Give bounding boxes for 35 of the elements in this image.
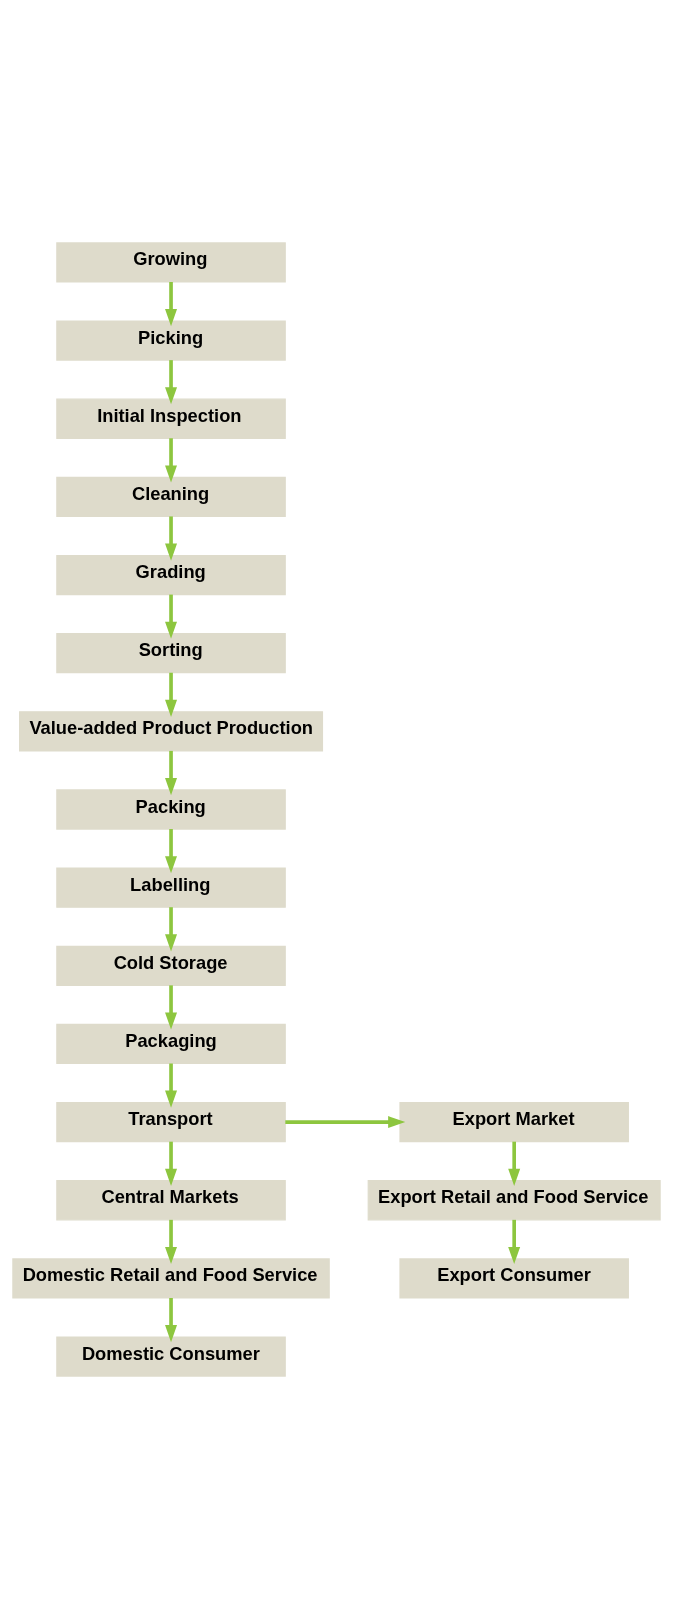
node-box: Domestic Retail and Food Service bbox=[12, 1257, 330, 1299]
node-box: Initial Inspection bbox=[56, 398, 286, 439]
arrow bbox=[165, 515, 178, 561]
arrow bbox=[165, 1297, 178, 1342]
arrow bbox=[165, 984, 178, 1030]
arrow bbox=[508, 1141, 521, 1186]
node-box: Labelling bbox=[56, 867, 286, 908]
arrow bbox=[165, 281, 178, 326]
node-box: Central Markets bbox=[56, 1179, 286, 1220]
arrow bbox=[165, 1219, 178, 1264]
arrow bbox=[285, 1115, 406, 1128]
arrow bbox=[165, 437, 178, 482]
arrow bbox=[508, 1219, 521, 1264]
node-box: Export Market bbox=[399, 1101, 629, 1142]
arrow bbox=[165, 1063, 178, 1108]
arrow bbox=[165, 594, 178, 639]
node-box: Sorting bbox=[56, 632, 286, 673]
node-box: Packing bbox=[56, 788, 286, 830]
node-box: Domestic Consumer bbox=[56, 1335, 286, 1377]
node-box: Picking bbox=[56, 319, 286, 361]
node-box: Export Retail and Food Service bbox=[367, 1179, 661, 1220]
arrow bbox=[165, 906, 178, 951]
arrow bbox=[165, 359, 178, 404]
arrow bbox=[165, 828, 178, 873]
arrow bbox=[165, 672, 178, 717]
node-box: Growing bbox=[56, 241, 286, 283]
node-box: Cleaning bbox=[56, 476, 286, 517]
node-box: Grading bbox=[56, 554, 286, 595]
node-box: Packaging bbox=[56, 1023, 286, 1064]
arrow bbox=[165, 750, 178, 795]
node-box: Value-added Product Production bbox=[19, 710, 324, 751]
node-box: Transport bbox=[56, 1101, 286, 1142]
arrow bbox=[165, 1141, 178, 1186]
node-box: Cold Storage bbox=[56, 945, 286, 986]
node-box: Export Consumer bbox=[399, 1257, 629, 1299]
